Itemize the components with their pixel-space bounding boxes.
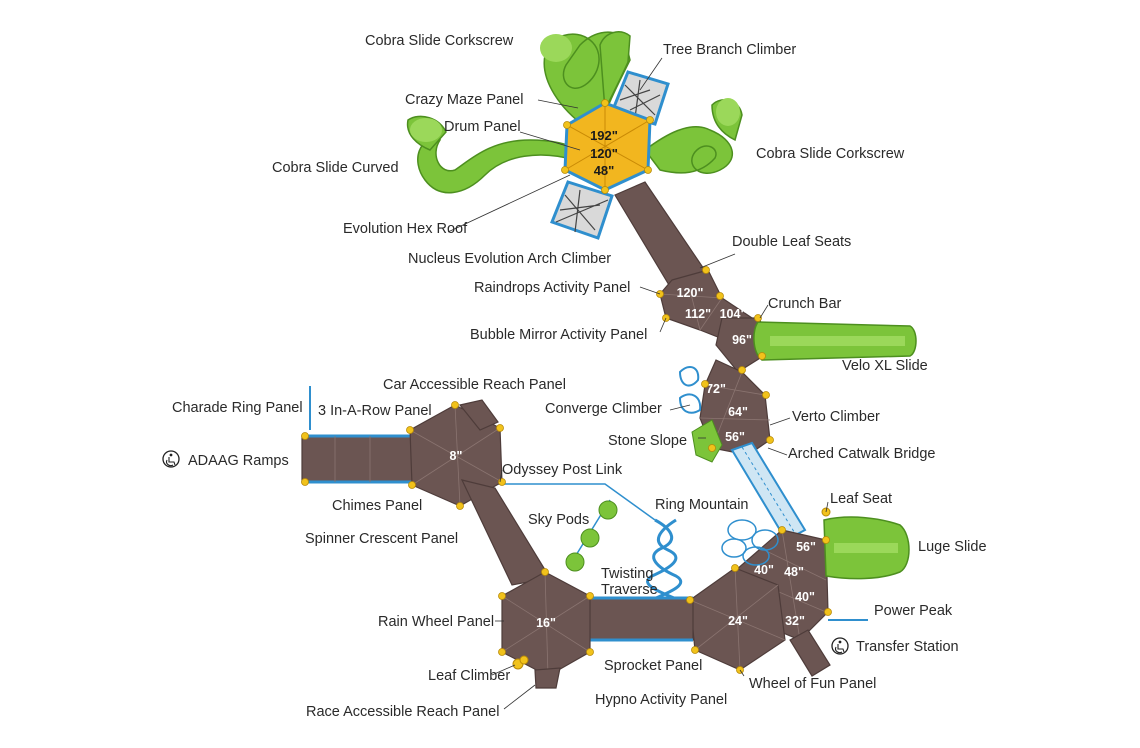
label-chimes-panel: Chimes Panel xyxy=(332,498,422,514)
deck-height-8: 8" xyxy=(450,449,463,463)
twisting-traverse xyxy=(646,518,683,600)
label-car-accessible-reach-panel: Car Accessible Reach Panel xyxy=(383,377,566,393)
deck-96 xyxy=(715,317,766,373)
label-hypno-activity-panel: Hypno Activity Panel xyxy=(595,692,727,708)
label-bubble-mirror-activity-panel: Bubble Mirror Activity Panel xyxy=(470,327,647,343)
label-luge-slide: Luge Slide xyxy=(918,539,987,555)
label-nucleus-evolution-arch-climber: Nucleus Evolution Arch Climber xyxy=(408,251,611,267)
label-velo-xl-slide: Velo XL Slide xyxy=(842,358,928,374)
label-raindrops-activity-panel: Raindrops Activity Panel xyxy=(474,280,630,296)
deck-height-16: 16" xyxy=(536,616,556,630)
ramp-8-16 xyxy=(460,479,551,586)
tower-height-192: 192" xyxy=(590,128,618,143)
tower-height-120: 120" xyxy=(590,146,618,161)
label-transfer-station: Transfer Station xyxy=(856,639,959,655)
label-leaf-climber: Leaf Climber xyxy=(428,668,510,684)
leaf-climber xyxy=(512,655,529,670)
label-sky-pods: Sky Pods xyxy=(528,512,589,528)
luge-slide xyxy=(823,516,910,580)
cobra-slide-curved xyxy=(406,115,582,194)
label-three-in-a-row-panel: 3 In-A-Row Panel xyxy=(318,403,432,419)
deck-height-56-upper: 56" xyxy=(725,430,745,444)
stone-slope xyxy=(691,419,723,463)
deck-height-104: 104" xyxy=(720,307,747,321)
deck-height-120: 120" xyxy=(677,286,704,300)
odyssey-post-link xyxy=(495,483,656,521)
label-charade-ring-panel: Charade Ring Panel xyxy=(172,400,303,416)
leader-lines xyxy=(447,57,829,710)
deck-height-24: 24" xyxy=(728,614,748,628)
label-double-leaf-seats: Double Leaf Seats xyxy=(732,234,851,250)
transfer-station-ramp xyxy=(789,629,831,677)
label-leaf-seat: Leaf Seat xyxy=(830,491,892,507)
label-odyssey-post-link: Odyssey Post Link xyxy=(502,462,623,478)
deck-height-96: 96" xyxy=(732,333,752,347)
label-evolution-hex-roof: Evolution Hex Roof xyxy=(343,221,468,237)
label-rain-wheel-panel: Rain Wheel Panel xyxy=(378,614,494,630)
converge-climber xyxy=(678,365,702,414)
label-crazy-maze-panel: Crazy Maze Panel xyxy=(405,92,523,108)
adaag-ramp-deck xyxy=(301,434,415,484)
deck-height-48: 48" xyxy=(784,565,804,579)
label-adaag-ramps: ADAAG Ramps xyxy=(188,453,289,469)
sky-pods xyxy=(565,499,618,572)
arched-catwalk-bridge xyxy=(730,441,807,542)
transfer-station-icon xyxy=(831,637,849,655)
hex-deck-8 xyxy=(409,399,503,507)
deck-height-72: 72" xyxy=(706,382,726,396)
nucleus-evolution-arch-climber xyxy=(550,180,614,240)
deck-height-64: 64" xyxy=(728,405,748,419)
ring-mountain xyxy=(721,519,779,566)
deck-height-56-lower: 56" xyxy=(796,540,816,554)
velo-xl-slide xyxy=(753,321,917,361)
label-drum-panel: Drum Panel xyxy=(444,119,521,135)
deck-height-112: 112" xyxy=(685,307,711,321)
label-spinner-crescent-panel: Spinner Crescent Panel xyxy=(305,531,458,547)
label-tree-branch-climber: Tree Branch Climber xyxy=(663,42,796,58)
deck-height-40-right: 40" xyxy=(795,590,815,604)
deck-height-40-left: 40" xyxy=(754,563,774,577)
label-twisting: Twisting xyxy=(601,566,653,582)
label-power-peak: Power Peak xyxy=(874,603,953,619)
label-crunch-bar: Crunch Bar xyxy=(768,296,842,312)
adaag-icon xyxy=(162,450,180,468)
posts xyxy=(301,99,832,674)
label-traverse: Traverse xyxy=(601,582,658,598)
label-verto-climber: Verto Climber xyxy=(792,409,880,425)
leaf-seat xyxy=(821,507,831,517)
tower-height-48: 48" xyxy=(594,163,615,178)
hex-deck-16 xyxy=(501,571,591,689)
label-stone-slope: Stone Slope xyxy=(608,433,687,449)
cobra-slide-corkscrew-right xyxy=(643,98,743,174)
label-cobra-slide-corkscrew-top: Cobra Slide Corkscrew xyxy=(365,33,514,49)
label-converge-climber: Converge Climber xyxy=(545,401,662,417)
label-cobra-slide-corkscrew-right: Cobra Slide Corkscrew xyxy=(756,146,905,162)
deck-height-32: 32" xyxy=(785,614,805,628)
label-race-accessible-reach-panel: Race Accessible Reach Panel xyxy=(306,704,499,720)
label-sprocket-panel: Sprocket Panel xyxy=(604,658,702,674)
label-ring-mountain: Ring Mountain xyxy=(655,497,749,513)
label-arched-catwalk-bridge: Arched Catwalk Bridge xyxy=(788,446,936,462)
label-wheel-of-fun-panel: Wheel of Fun Panel xyxy=(749,676,876,692)
label-cobra-slide-curved: Cobra Slide Curved xyxy=(272,160,399,176)
bridge-16-24 xyxy=(584,596,694,642)
